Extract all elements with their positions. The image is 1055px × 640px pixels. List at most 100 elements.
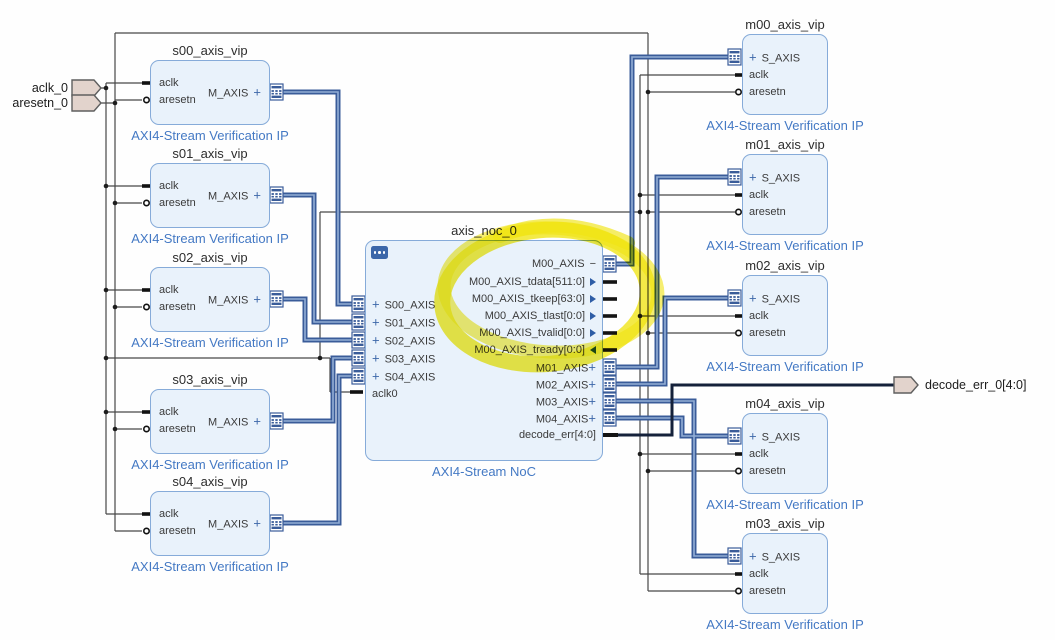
expand-plus-icon[interactable]: + <box>372 350 380 366</box>
expand-plus-icon[interactable]: + <box>253 515 261 531</box>
pin-s-axis[interactable]: +S_AXIS <box>749 169 801 185</box>
pin-aresetn[interactable]: aresetn <box>749 86 786 98</box>
pin-aresetn[interactable]: aresetn <box>159 525 196 537</box>
block-s01-axis-vip[interactable]: s01_axis_vip aclk aresetn M_AXIS+ AXI4-S… <box>131 146 289 246</box>
subport-stubs <box>603 280 618 437</box>
expand-plus-icon[interactable]: + <box>253 84 261 100</box>
block-body[interactable] <box>742 533 828 614</box>
input-arrow-icon <box>590 346 596 354</box>
block-m03-axis-vip[interactable]: m03_axis_vip +S_AXIS aclk aresetn AXI4-S… <box>706 516 864 632</box>
pin-aresetn[interactable]: aresetn <box>749 585 786 597</box>
expand-plus-icon[interactable]: + <box>253 413 261 429</box>
pin-m00-axis-tlast[interactable]: M00_AXIS_tlast[0:0] <box>485 310 596 322</box>
block-body[interactable] <box>742 154 828 235</box>
expand-plus-icon[interactable]: + <box>372 332 380 348</box>
pin-aclk[interactable]: aclk <box>159 508 179 520</box>
pin-s03-axis[interactable]: +S03_AXIS <box>372 350 436 366</box>
pin-m04-axis[interactable]: M04_AXIS+ <box>535 410 596 426</box>
pin-aresetn[interactable]: aresetn <box>159 301 196 313</box>
expand-plus-icon[interactable]: + <box>588 376 596 392</box>
block-body[interactable] <box>742 275 828 356</box>
expand-plus-icon[interactable]: + <box>253 187 261 203</box>
output-arrow-icon <box>590 329 596 337</box>
pin-m03-axis[interactable]: M03_AXIS+ <box>535 393 596 409</box>
block-m04-axis-vip[interactable]: m04_axis_vip +S_AXIS aclk aresetn AXI4-S… <box>706 396 864 512</box>
pin-s04-axis[interactable]: +S04_AXIS <box>372 368 436 384</box>
pin-aclk[interactable]: aclk <box>749 448 769 460</box>
pin-aclk[interactable]: aclk <box>749 568 769 580</box>
pin-m02-axis[interactable]: M02_AXIS+ <box>535 376 596 392</box>
external-port-label-decode-err0[interactable]: decode_err_0[4:0] <box>925 378 1027 392</box>
pin-m-axis[interactable]: M_AXIS+ <box>208 413 261 429</box>
expand-plus-icon[interactable]: + <box>372 296 380 312</box>
aclk0-port-shape[interactable] <box>71 79 102 97</box>
pin-s-axis[interactable]: +S_AXIS <box>749 49 801 65</box>
pin-m00-axis-tvalid[interactable]: M00_AXIS_tvalid[0:0] <box>479 327 596 339</box>
pin-aclk[interactable]: aclk <box>749 189 769 201</box>
expand-plus-icon[interactable]: + <box>588 393 596 409</box>
pin-decode-err[interactable]: decode_err[4:0] <box>518 429 596 441</box>
decode-err0-port-shape[interactable] <box>893 376 919 394</box>
block-s00-axis-vip[interactable]: s00_axis_vip aclk aresetn M_AXIS+ AXI4-S… <box>131 43 289 143</box>
block-title: m01_axis_vip <box>745 137 825 152</box>
pin-aresetn[interactable]: aresetn <box>159 423 196 435</box>
expand-plus-icon[interactable]: + <box>749 428 757 444</box>
pin-aclk[interactable]: aclk <box>159 406 179 418</box>
pin-aresetn[interactable]: aresetn <box>749 465 786 477</box>
expand-plus-icon[interactable]: + <box>372 314 380 330</box>
pin-s01-axis[interactable]: +S01_AXIS <box>372 314 436 330</box>
pin-aresetn[interactable]: aresetn <box>749 206 786 218</box>
pin-aclk0[interactable]: aclk0 <box>372 388 398 400</box>
block-axis-noc-0[interactable]: axis_noc_0 +S00_AXIS +S01_AXIS +S02_AXIS… <box>365 223 603 479</box>
pin-s-axis[interactable]: +S_AXIS <box>749 428 801 444</box>
block-s04-axis-vip[interactable]: s04_axis_vip aclk aresetn M_AXIS+ AXI4-S… <box>131 474 289 574</box>
block-body[interactable] <box>742 34 828 115</box>
pin-aclk[interactable]: aclk <box>159 180 179 192</box>
expand-plus-icon[interactable]: + <box>253 291 261 307</box>
block-type-label: AXI4-Stream Verification IP <box>131 231 289 246</box>
block-m00-axis-vip[interactable]: m00_axis_vip +S_AXIS aclk aresetn AXI4-S… <box>706 17 864 133</box>
block-type-label: AXI4-Stream Verification IP <box>706 359 864 374</box>
pin-aresetn[interactable]: aresetn <box>749 327 786 339</box>
expand-plus-icon[interactable]: + <box>588 359 596 375</box>
pin-aclk[interactable]: aclk <box>749 310 769 322</box>
pin-m-axis[interactable]: M_AXIS+ <box>208 291 261 307</box>
pin-s-axis[interactable]: +S_AXIS <box>749 290 801 306</box>
expand-plus-icon[interactable]: + <box>749 290 757 306</box>
pin-m00-axis-tready[interactable]: M00_AXIS_tready[0:0] <box>474 344 596 356</box>
pin-m-axis[interactable]: M_AXIS+ <box>208 515 261 531</box>
expand-plus-icon[interactable]: + <box>588 410 596 426</box>
block-s02-axis-vip[interactable]: s02_axis_vip aclk aresetn M_AXIS+ AXI4-S… <box>131 250 289 350</box>
external-port-label-aresetn0[interactable]: aresetn_0 <box>12 96 68 110</box>
pin-s00-axis[interactable]: +S00_AXIS <box>372 296 436 312</box>
block-m02-axis-vip[interactable]: m02_axis_vip +S_AXIS aclk aresetn AXI4-S… <box>706 258 864 374</box>
pin-m00-axis[interactable]: M00_AXIS− <box>531 258 596 270</box>
output-arrow-icon <box>590 312 596 320</box>
external-port-label-aclk0[interactable]: aclk_0 <box>31 81 68 95</box>
block-type-label: AXI4-Stream Verification IP <box>706 238 864 253</box>
collapse-minus-icon[interactable]: − <box>589 258 596 270</box>
aresetn0-port-shape[interactable] <box>71 94 102 112</box>
pin-aresetn[interactable]: aresetn <box>159 197 196 209</box>
ip-options-icon[interactable] <box>371 246 388 259</box>
expand-plus-icon[interactable]: + <box>749 49 757 65</box>
pin-s-axis[interactable]: +S_AXIS <box>749 548 801 564</box>
pin-s02-axis[interactable]: +S02_AXIS <box>372 332 436 348</box>
pin-aclk[interactable]: aclk <box>159 284 179 296</box>
pin-aresetn[interactable]: aresetn <box>159 94 196 106</box>
block-m01-axis-vip[interactable]: m01_axis_vip +S_AXIS aclk aresetn AXI4-S… <box>706 137 864 253</box>
pin-m00-axis-tdata[interactable]: M00_AXIS_tdata[511:0] <box>469 276 596 288</box>
block-title: m00_axis_vip <box>745 17 825 32</box>
pin-aclk[interactable]: aclk <box>159 77 179 89</box>
block-s03-axis-vip[interactable]: s03_axis_vip aclk aresetn M_AXIS+ AXI4-S… <box>131 372 289 472</box>
expand-plus-icon[interactable]: + <box>749 548 757 564</box>
pin-m01-axis[interactable]: M01_AXIS+ <box>535 359 596 375</box>
pin-aclk[interactable]: aclk <box>749 69 769 81</box>
pin-m-axis[interactable]: M_AXIS+ <box>208 187 261 203</box>
pin-m-axis[interactable]: M_AXIS+ <box>208 84 261 100</box>
block-title: axis_noc_0 <box>451 223 517 238</box>
expand-plus-icon[interactable]: + <box>372 368 380 384</box>
pin-m00-axis-tkeep[interactable]: M00_AXIS_tkeep[63:0] <box>472 293 596 305</box>
expand-plus-icon[interactable]: + <box>749 169 757 185</box>
